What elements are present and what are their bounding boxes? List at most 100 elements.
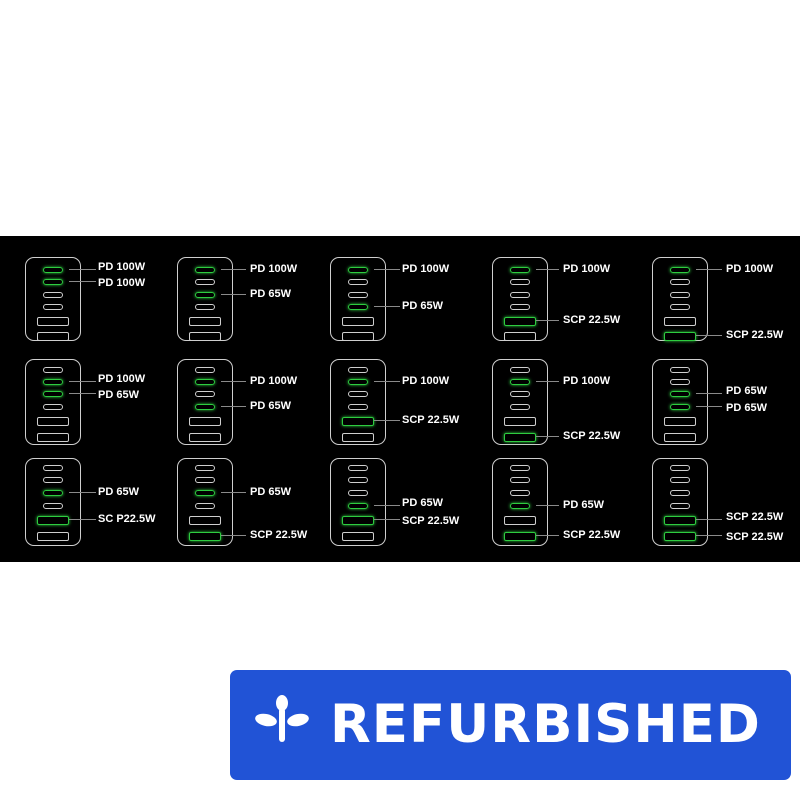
charger-diagram [652,458,708,546]
usb-c-port [43,304,63,310]
usb-c-port [348,292,368,298]
callout-line [374,420,400,421]
usb-c-port [348,490,368,496]
usb-c-port [670,391,690,397]
usb-c-port [510,267,530,273]
usb-c-port [348,404,368,410]
usb-c-port [670,304,690,310]
port-power-label: PD 100W [98,373,146,385]
callout-line [696,406,722,407]
usb-a-port [342,515,374,525]
usb-c-port [510,391,530,397]
callout-line [69,281,96,282]
refurbished-badge [230,670,791,780]
charger-diagram [177,458,233,546]
port-power-label: SCP 22.5W [402,515,460,527]
usb-a-port [37,416,69,426]
usb-c-port [670,267,690,273]
usb-c-port [670,465,690,471]
usb-a-port [342,331,374,341]
usb-c-port [670,404,690,410]
usb-c-port [510,404,530,410]
usb-c-port [43,292,63,298]
usb-a-port [504,432,536,442]
usb-c-port [670,490,690,496]
callout-line [69,393,96,394]
usb-c-port [670,279,690,285]
usb-a-port [504,531,536,541]
port-power-label: PD 100W [98,261,146,273]
port-power-label: PD 65W [250,400,291,412]
port-power-label: PD 100W [250,375,298,387]
charger-diagram [177,359,233,445]
usb-c-port [348,391,368,397]
callout-line [374,519,400,520]
usb-c-port [195,267,215,273]
port-power-label: PD 65W [98,486,139,498]
callout-line [696,535,722,536]
usb-a-port [342,416,374,426]
usb-a-port [664,331,696,341]
usb-a-port [504,331,536,341]
usb-c-port [670,503,690,509]
usb-c-port [510,465,530,471]
callout-line [69,381,96,382]
callout-line [374,269,400,270]
usb-c-port [195,379,215,385]
callout-line [221,294,246,295]
callout-line [374,505,400,506]
usb-c-port [510,379,530,385]
usb-c-port [43,391,63,397]
usb-a-port [504,515,536,525]
usb-c-port [670,292,690,298]
port-power-label: PD 100W [563,263,611,275]
charger-diagram [492,458,548,546]
usb-a-port [504,416,536,426]
usb-c-port [43,279,63,285]
port-power-label: SCP 22.5W [726,531,784,543]
charger-diagram [492,359,548,445]
charger-diagram [25,257,81,341]
usb-c-port [43,477,63,483]
callout-line [221,381,246,382]
usb-a-port [664,316,696,326]
usb-a-port [342,432,374,442]
usb-c-port [195,503,215,509]
port-power-label: PD 100W [726,263,774,275]
usb-c-port [195,304,215,310]
callout-line [374,381,400,382]
callout-line [69,269,96,270]
usb-c-port [670,477,690,483]
usb-c-port [348,379,368,385]
port-power-label: PD 65W [726,402,767,414]
usb-c-port [195,404,215,410]
port-power-label: PD 65W [402,497,443,509]
charger-diagram [652,257,708,341]
usb-c-port [348,279,368,285]
usb-c-port [43,404,63,410]
callout-line [374,306,400,307]
usb-c-port [510,292,530,298]
usb-c-port [670,367,690,373]
usb-a-port [37,531,69,541]
charger-diagram [492,257,548,341]
port-power-label: SCP 22.5W [726,511,784,523]
usb-c-port [43,503,63,509]
usb-c-port [348,304,368,310]
callout-line [536,505,559,506]
usb-a-port [189,432,221,442]
usb-c-port [43,490,63,496]
port-power-label: PD 100W [402,263,450,275]
usb-c-port [195,490,215,496]
port-power-label: SCP 22.5W [250,529,308,541]
usb-c-port [348,477,368,483]
usb-a-port [189,416,221,426]
charger-diagram [330,257,386,341]
usb-c-port [43,465,63,471]
usb-c-port [195,279,215,285]
callout-line [69,519,96,520]
callout-line [696,393,722,394]
callout-line [696,269,722,270]
usb-c-port [510,279,530,285]
usb-a-port [664,531,696,541]
